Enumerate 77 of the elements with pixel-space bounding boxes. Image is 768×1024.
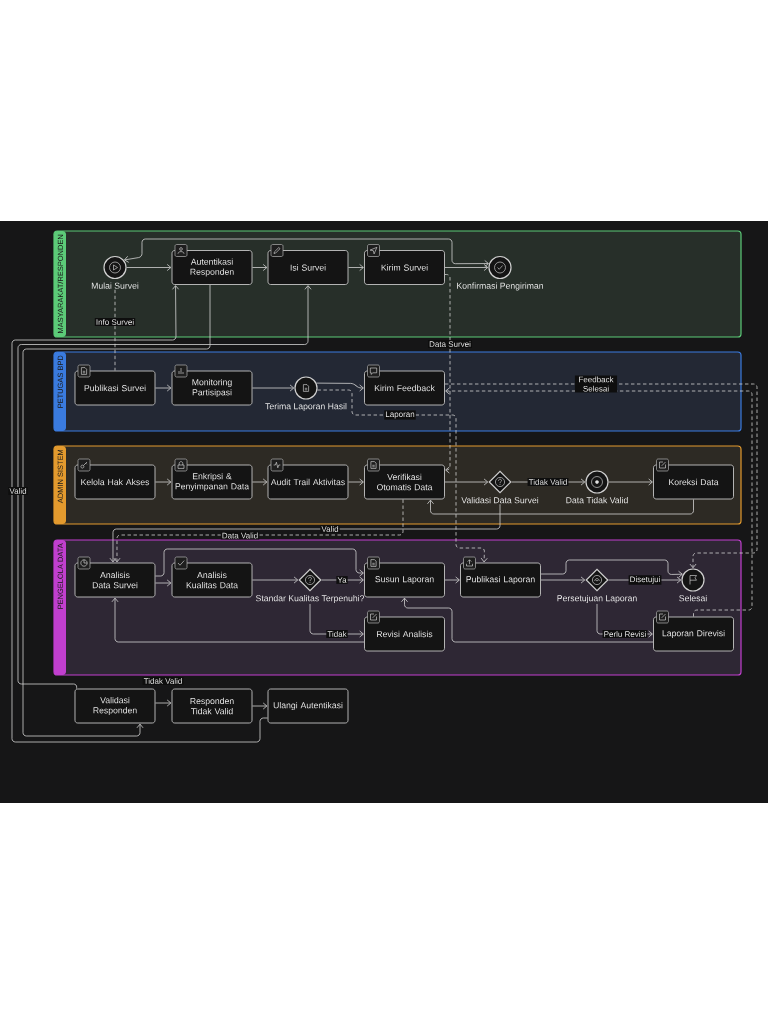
arrow (22, 284, 211, 737)
process-box: Kirim Survei (364, 250, 445, 285)
edge-label: Laporan (384, 410, 416, 420)
arrow (155, 699, 172, 707)
edge-label: Ya (336, 576, 348, 584)
decision-label: Validasi Data Survei (461, 496, 539, 504)
arrow (155, 478, 172, 486)
arrow (252, 702, 268, 710)
process-box: Publikasi Laporan (460, 562, 541, 598)
edge-label: Valid (8, 487, 28, 495)
process-box: Publikasi Survei (74, 370, 156, 406)
arrow (126, 264, 172, 271)
edge-label: Tidak Valid (142, 677, 184, 685)
arrow (321, 576, 364, 584)
arrow (17, 285, 312, 689)
arrow (309, 603, 364, 638)
decision-label: Persetujuan Laporan (557, 594, 637, 603)
process-box: Autentikasi Responden (171, 250, 253, 285)
arrow (401, 597, 654, 643)
arrow (348, 264, 364, 271)
process-box: Ulangi Autentikasi (267, 688, 349, 724)
arrow (540, 576, 586, 584)
arrow (252, 576, 299, 584)
edge-label: Feedback Selesai (574, 375, 618, 393)
process-box: Kirim Feedback (364, 370, 445, 406)
process-box: Validasi Responden (74, 688, 156, 724)
arrow (540, 559, 683, 578)
connector-line (114, 289, 116, 371)
arrow (444, 274, 451, 474)
arrow (155, 384, 172, 392)
arrow (444, 478, 489, 486)
process-box: Revisi Analisis (364, 616, 445, 652)
double-arrow (124, 238, 489, 267)
arrow (252, 478, 268, 486)
decision-label: Standar Kualitas Terpenuhi? (255, 594, 365, 603)
arrow (155, 579, 172, 587)
process-box: Responden Tidak Valid (171, 688, 253, 724)
edge-label: Info Survei (94, 318, 136, 326)
edge-label: Disetujui (628, 575, 662, 585)
event-label: Selesai (679, 594, 707, 602)
arrow (427, 499, 694, 515)
process-box: Verifikasi Otomatis Data (364, 464, 445, 500)
edge-label: Perlu Revisi (602, 630, 648, 638)
edge-label: Tidak (326, 630, 348, 638)
process-box: Enkripsi & Penyimpanan Data (171, 464, 253, 500)
arrow (252, 384, 295, 392)
arrow (252, 264, 268, 271)
arrow (111, 597, 365, 643)
event-label: Terima Laporan Hasil (265, 402, 347, 411)
arrow (155, 548, 364, 577)
event-label: Konfirmasi Pengiriman (457, 282, 543, 291)
arrow (113, 499, 404, 563)
arrow (608, 478, 653, 486)
process-box: Koreksi Data (653, 464, 734, 500)
arrow (445, 387, 753, 617)
arrow (444, 383, 758, 569)
arrow (11, 285, 268, 743)
arrow (316, 382, 364, 392)
edge-label: Data Survei (428, 340, 472, 348)
arrow (348, 478, 364, 486)
arrow (317, 389, 488, 563)
edge-label: Tidak Valid (527, 478, 569, 486)
process-box: Analisis Kualitas Data (171, 562, 253, 598)
process-box: Susun Laporan (364, 562, 445, 598)
process-box: Kelola Hak Akses (74, 464, 156, 500)
arrow (109, 503, 501, 563)
process-box: Laporan Direvisi (653, 616, 734, 652)
arrow (444, 576, 460, 584)
edge-label: Valid (320, 525, 340, 533)
event-label: Mulai Survei (91, 282, 139, 289)
arrow (444, 264, 489, 271)
process-box: Analisis Data Survei (74, 562, 156, 598)
event-label: Data Tidak Valid (566, 496, 628, 504)
process-box: Audit Trail Aktivitas (267, 464, 349, 500)
process-box: Monitoring Partisipasi (171, 370, 253, 406)
edge-label: Data Valid (220, 531, 260, 540)
process-box: Isi Survei (267, 250, 349, 285)
